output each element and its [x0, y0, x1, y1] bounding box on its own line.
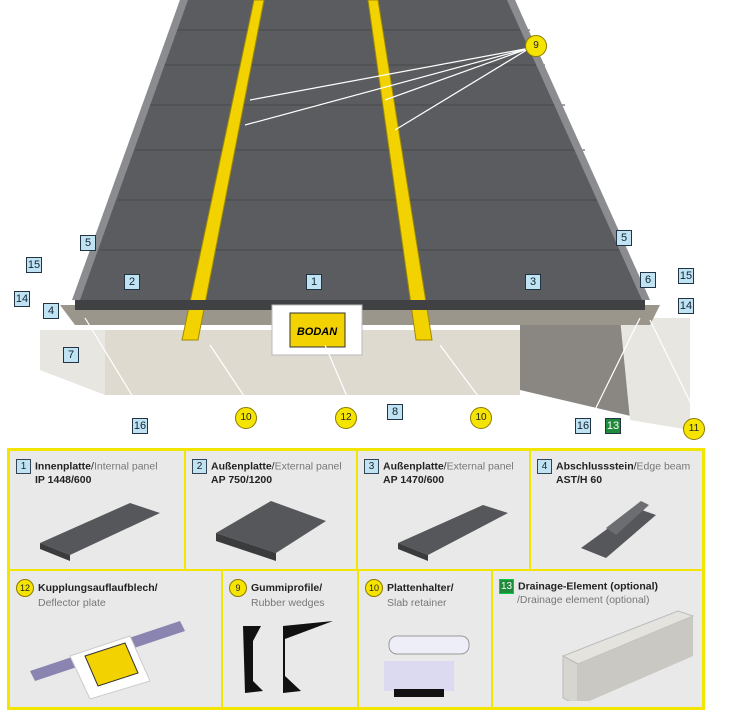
legend-title: Drainage-Element (optional): [518, 580, 659, 593]
edge-beam-image: [581, 501, 656, 558]
slab-retainer-image: [384, 635, 470, 697]
legend-title: Außenplatte: [211, 460, 272, 473]
callout-13: 13: [605, 418, 621, 434]
legend-number: 9: [229, 579, 247, 597]
callout-2: 2: [124, 274, 140, 290]
drainage-element: [620, 318, 690, 430]
callout-10-right: 10: [470, 407, 492, 429]
callout-6: 6: [640, 272, 656, 288]
legend-code: AP 1470/600: [383, 474, 445, 486]
legend-deflector-plate: 12 Kupplungsauflaufblech/Deflector plate: [10, 571, 223, 707]
legend-slab-retainer: 10 Plattenhalter/Slab retainer: [359, 571, 493, 707]
rail-right: [367, 0, 433, 341]
callout-lines: [84, 47, 701, 423]
legend-number: 12: [16, 579, 34, 597]
legend-title: Innenplatte: [35, 460, 92, 473]
callout-8: 8: [387, 404, 403, 420]
callout-12: 12: [335, 407, 357, 429]
internal-panel-image: [40, 503, 160, 561]
legend-number: 4: [537, 459, 552, 474]
legend-subtitle: Rubber wedges: [251, 597, 325, 609]
callout-16-left: 16: [132, 418, 148, 434]
external-panel-long-image: [398, 505, 508, 561]
legend-title: Kupplungsauflaufblech/: [38, 581, 158, 594]
legend-subtitle: Internal panel: [93, 460, 158, 473]
legend-subtitle: External panel: [274, 460, 342, 473]
legend-number: 13: [499, 579, 514, 594]
legend-drainage-element: 13 Drainage-Element (optional)/Drainage e…: [493, 571, 702, 707]
callout-15-right: 15: [678, 268, 694, 284]
legend-slash: /: [91, 460, 94, 473]
foundation-beam: [105, 330, 520, 395]
legend-subtitle: Edge beam: [636, 460, 691, 473]
level-crossing-illustration: BODAN: [40, 0, 701, 430]
rubber-wedges-image: [243, 621, 333, 693]
legend-number: 10: [365, 579, 383, 597]
legend-title: Abschlussstein: [556, 460, 634, 473]
legend-slash: /: [271, 460, 275, 473]
legend-subtitle: Deflector plate: [38, 597, 106, 609]
legend-subtitle: Slab retainer: [387, 597, 447, 609]
legend-slash: /: [633, 460, 637, 473]
legend-code: AST/H 60: [556, 474, 603, 486]
external-panel-image: [216, 501, 326, 561]
legend-subtitle: External panel: [446, 460, 514, 473]
callout-5-right: 5: [616, 230, 632, 246]
callout-4: 4: [43, 303, 59, 319]
bodan-logo: BODAN: [297, 326, 338, 338]
legend-slash: /: [443, 460, 447, 473]
callout-9: 9: [525, 35, 547, 57]
legend-code: AP 750/1200: [211, 474, 273, 486]
callout-5-left: 5: [80, 235, 96, 251]
legend-number: 2: [192, 459, 207, 474]
legend-title: Gummiprofile/: [251, 581, 323, 594]
callout-15-left: 15: [26, 257, 42, 273]
callout-3: 3: [525, 274, 541, 290]
legend-rubber-wedges: 9 Gummiprofile/Rubber wedges: [223, 571, 359, 707]
callout-14-right: 14: [678, 298, 694, 314]
legend-number: 1: [16, 459, 31, 474]
callout-11: 11: [683, 418, 705, 440]
drainage-element-image: [561, 610, 695, 701]
legend-title: Außenplatte: [383, 460, 444, 473]
legend-number: 3: [364, 459, 379, 474]
rail-left: [181, 0, 265, 341]
callout-14-left: 14: [14, 291, 30, 307]
legend-code: IP 1448/600: [35, 474, 92, 486]
callout-10-left: 10: [235, 407, 257, 429]
callout-16-right: 16: [575, 418, 591, 434]
legend-subtitle: /Drainage element (optional): [517, 594, 650, 606]
legend-title: Plattenhalter/: [387, 581, 454, 594]
callout-1: 1: [306, 274, 322, 290]
callout-7: 7: [63, 347, 79, 363]
deflector-plate-image: [30, 621, 185, 700]
